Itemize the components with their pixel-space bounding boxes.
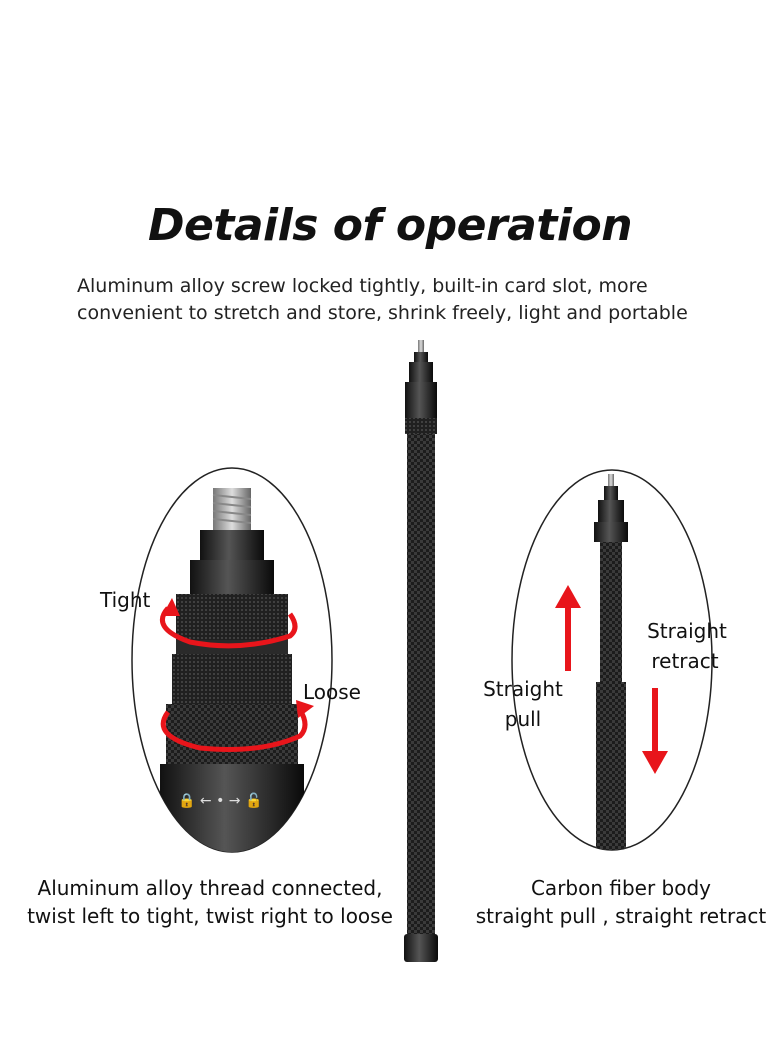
lock-icon: 🔒 ← • → 🔓: [178, 792, 262, 809]
stick-lock-collar: [405, 382, 437, 418]
up-arrow-shaft: [565, 605, 571, 671]
left-lower-knurl: [172, 654, 292, 704]
left-detail-oval: 🔒 ← • → 🔓: [131, 467, 333, 853]
left-carbon-section: [166, 704, 298, 764]
label-straight-pull-1: Straight: [483, 677, 563, 701]
label-loose: Loose: [303, 680, 361, 704]
down-arrow-icon: [642, 751, 668, 774]
right-outer-tube: [596, 682, 626, 850]
page-title: Details of operation: [147, 200, 633, 251]
subtitle-line-1: Aluminum alloy screw locked tightly, bui…: [77, 275, 648, 297]
label-straight-pull-2: pull: [504, 707, 542, 731]
label-straight-retract-2: retract: [651, 649, 719, 673]
right-caption-line-1: Carbon fiber body: [530, 876, 712, 900]
right-collar: [594, 522, 628, 542]
loose-arrowhead: [296, 700, 314, 718]
loose-arc: [160, 708, 308, 752]
right-inner-tube: [600, 542, 622, 682]
stick-top-cap: [414, 352, 428, 362]
right-caption-line-2: straight pull , straight retract: [475, 904, 767, 928]
stick-screw: [418, 340, 424, 352]
left-upper-collar: [190, 560, 274, 594]
up-arrow-icon: [555, 585, 581, 608]
tight-arc: [160, 606, 298, 649]
right-detail-oval: [511, 469, 713, 851]
left-top-cap: [200, 530, 264, 560]
stick-end-cap: [404, 934, 438, 962]
stick-carbon-body: [407, 434, 435, 934]
stick-knurl: [405, 418, 437, 434]
left-rotation-arrows: [160, 606, 308, 752]
left-upper-knurl: [176, 594, 288, 640]
stick-head-ring: [409, 362, 433, 382]
center-selfie-stick: [404, 340, 438, 962]
left-base-ring: [160, 764, 304, 852]
label-tight: Tight: [100, 588, 151, 612]
tight-arrowhead: [162, 598, 180, 616]
down-arrow-shaft: [652, 688, 658, 754]
subtitle-line-2: convenient to stretch and store, shrink …: [77, 302, 688, 324]
left-caption-line-2: twist left to tight, twist right to loos…: [27, 904, 393, 928]
label-straight-retract-1: Straight: [647, 619, 727, 643]
left-caption-line-1: Aluminum alloy thread connected,: [37, 876, 383, 900]
